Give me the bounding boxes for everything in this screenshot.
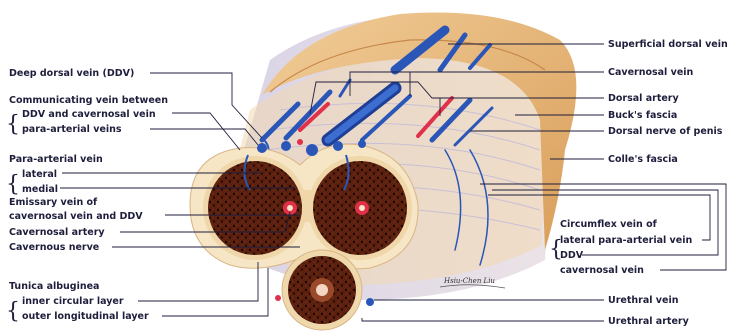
label-emissary-line2: cavernosal vein and DDV [9, 211, 143, 222]
urethral-vein-dot [366, 298, 374, 306]
label-ddv: DDV [560, 250, 584, 261]
label-urethral-artery: Urethral artery [608, 316, 690, 327]
urethra [316, 284, 328, 296]
urethral-artery-dot [275, 295, 281, 301]
label-emissary-line1: Emissary vein of [9, 197, 98, 208]
label-tunica-albuginea: Tunica albuginea [9, 281, 99, 292]
label-para-arterial-vein: Para-arterial vein [9, 154, 103, 165]
label-medial: medial [22, 184, 58, 195]
label-circumflex-line1: Circumflex vein of [560, 219, 658, 230]
label-superficial-dorsal-vein: Superficial dorsal vein [608, 39, 728, 50]
label-lateral: lateral [22, 169, 57, 180]
label-dorsal-artery: Dorsal artery [608, 93, 679, 104]
label-urethral-vein: Urethral vein [608, 295, 679, 306]
label-inner-circular-layer: inner circular layer [22, 296, 124, 307]
label-circumflex-line2: lateral para-arterial vein [560, 235, 692, 246]
brace-communicating: { [6, 112, 20, 137]
label-cavernous-nerve: Cavernous nerve [9, 242, 99, 253]
label-communicating-vein-line1: Communicating vein between [9, 95, 168, 106]
svg-text:Hsiu-Chen Liu: Hsiu-Chen Liu [443, 277, 495, 285]
label-deep-dorsal-vein: Deep dorsal vein (DDV) [9, 68, 134, 79]
label-cavernosal-vein: Cavernosal vein [608, 67, 694, 78]
label-dorsal-nerve: Dorsal nerve of penis [608, 126, 723, 137]
label-bucks-fascia: Buck's fascia [608, 110, 677, 121]
label-colles-fascia: Colle's fascia [608, 154, 678, 165]
label-outer-longitudinal-layer: outer longitudinal layer [22, 311, 149, 322]
brace-para-arterial: { [6, 172, 20, 197]
label-communicating-vein-line2: DDV and cavernosal vein [22, 109, 156, 120]
label-cavernosal-vein-2: cavernosal vein [560, 265, 644, 276]
label-para-arterial-veins: para-arterial veins [22, 124, 122, 135]
brace-tunica: { [6, 299, 20, 324]
label-cavernosal-artery: Cavernosal artery [9, 227, 105, 238]
